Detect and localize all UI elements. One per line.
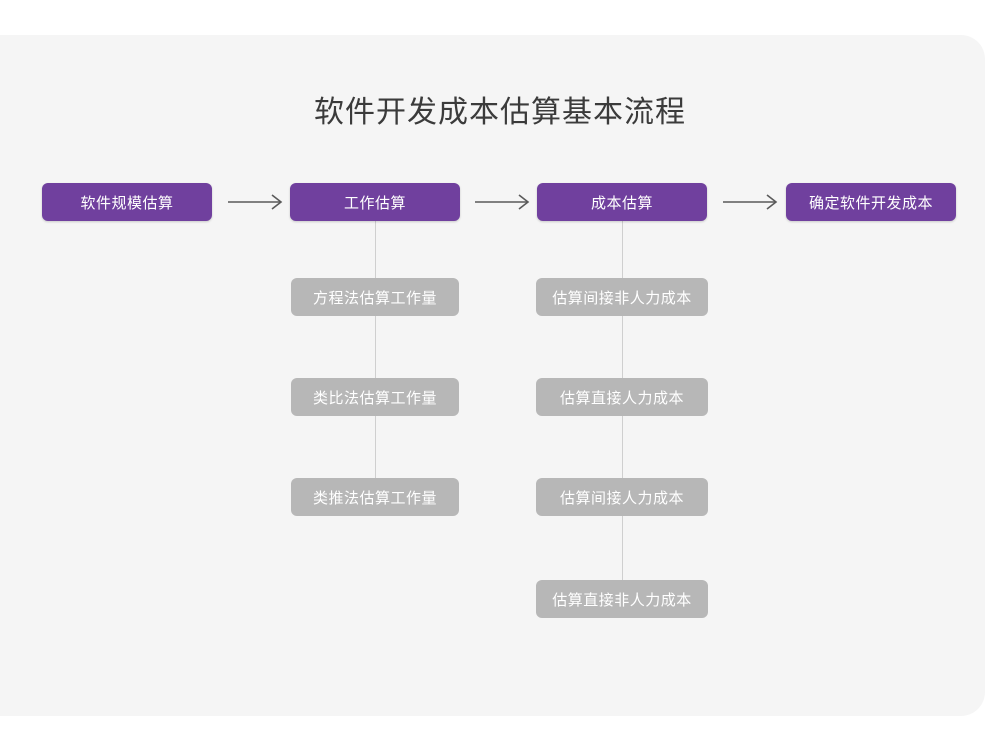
flow-node-step2[interactable]: 工作估算 <box>290 183 460 221</box>
diagram-card <box>0 35 985 716</box>
sub-node-cost-direct-nonlabor[interactable]: 估算直接非人力成本 <box>536 580 708 618</box>
sub-node-cost-indirect-labor[interactable]: 估算间接人力成本 <box>536 478 708 516</box>
flow-node-step3[interactable]: 成本估算 <box>537 183 707 221</box>
sub-node-work-inference-method[interactable]: 类推法估算工作量 <box>291 478 459 516</box>
connector-line-work-branch <box>375 216 376 498</box>
sub-node-work-equation-method[interactable]: 方程法估算工作量 <box>291 278 459 316</box>
arrow-step1-to-step2 <box>228 192 290 212</box>
arrow-step2-to-step3 <box>475 192 537 212</box>
sub-node-cost-indirect-nonlabor[interactable]: 估算间接非人力成本 <box>536 278 708 316</box>
sub-node-work-analogy-method[interactable]: 类比法估算工作量 <box>291 378 459 416</box>
flow-node-step1[interactable]: 软件规模估算 <box>42 183 212 221</box>
arrow-step3-to-step4 <box>723 192 785 212</box>
flow-node-step4[interactable]: 确定软件开发成本 <box>786 183 956 221</box>
page-title: 软件开发成本估算基本流程 <box>314 96 686 129</box>
sub-node-cost-direct-labor[interactable]: 估算直接人力成本 <box>536 378 708 416</box>
